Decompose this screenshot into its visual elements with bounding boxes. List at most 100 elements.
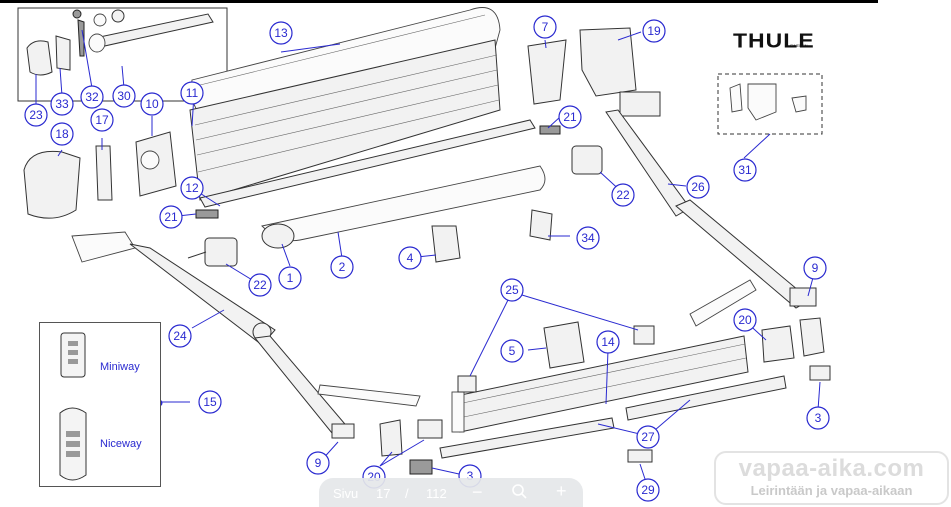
- callout-11: 11: [180, 81, 204, 105]
- callout-12: 12: [180, 176, 204, 200]
- callout-30: 30: [112, 84, 136, 108]
- remotes-drawing: [59, 332, 87, 481]
- callout-29: 29: [636, 478, 660, 502]
- part-23-end-cap: [26, 40, 53, 76]
- callout-number: 33: [55, 97, 69, 111]
- callout-24: 24: [168, 324, 192, 348]
- part-26-right-arm: [605, 91, 817, 327]
- callout-number: 19: [647, 24, 661, 38]
- callout-number: 10: [145, 97, 159, 111]
- callout-circle: [398, 246, 422, 270]
- callout-circle: [611, 183, 635, 207]
- magnifier-icon[interactable]: [511, 483, 527, 502]
- callout-33: 33: [50, 92, 74, 116]
- part-11-front-profile: [189, 39, 501, 201]
- part-34-clip: [529, 209, 553, 241]
- callout-circle: [50, 122, 74, 146]
- part-24-left-arm: [71, 231, 421, 439]
- callout-circle: [159, 205, 183, 229]
- remote-label-miniway: Miniway: [100, 361, 140, 373]
- callout-circle: [533, 15, 557, 39]
- callout-circle: [168, 324, 192, 348]
- part-4-bracket: [431, 225, 461, 263]
- callout-circle: [112, 84, 136, 108]
- pager-separator: /: [405, 486, 409, 501]
- pager-total-pages: 112: [426, 486, 447, 501]
- callout-circle: [803, 256, 827, 280]
- callout-number: 13: [274, 26, 288, 40]
- minus-icon[interactable]: −: [472, 482, 483, 502]
- callout-13: 13: [269, 21, 293, 45]
- callout-number: 11: [186, 86, 199, 100]
- callout-26: 26: [686, 175, 710, 199]
- callout-number: 3: [467, 469, 474, 483]
- thule-logo: THULE: [733, 28, 815, 52]
- part-31-group-frame: [717, 73, 823, 135]
- callout-number: 1: [287, 271, 294, 285]
- callout-number: 9: [812, 261, 819, 275]
- watermark-subtitle: Leirintään ja vapaa-aikaan: [750, 483, 913, 498]
- callout-circle: [733, 308, 757, 332]
- callout-2: 2: [330, 255, 354, 279]
- part-14-front-bar: [451, 335, 749, 433]
- remote-controls-inset: Miniway Niceway: [39, 322, 161, 487]
- callout-circle: [576, 226, 600, 250]
- part-21-clip-right: [539, 125, 561, 135]
- part-19-end-cover-right: [579, 27, 637, 97]
- part-25-clip-left: [457, 375, 477, 393]
- part-1-roller: [261, 223, 295, 249]
- callout-number: 34: [581, 231, 595, 245]
- callout-circle: [500, 339, 524, 363]
- part-12-rail: [199, 119, 536, 208]
- callout-15: 15: [198, 390, 222, 414]
- callout-9: 9: [306, 451, 330, 475]
- part-22-gear-right: [571, 145, 603, 175]
- part-22-gear-left: [187, 237, 238, 267]
- part-30-roller-tube: [88, 13, 214, 53]
- part-33-bracket: [55, 35, 71, 71]
- part-3-end-clip-right: [809, 365, 831, 381]
- callout-number: 2: [339, 260, 346, 274]
- callout-27: 27: [636, 425, 660, 449]
- callout-circle: [180, 81, 204, 105]
- callout-number: 29: [641, 483, 655, 497]
- callout-circle: [330, 255, 354, 279]
- callout-23: 23: [24, 103, 48, 127]
- callout-number: 18: [55, 127, 69, 141]
- part-31-parts: [729, 83, 807, 121]
- page-navigator: Sivu 17 / 112 − +: [319, 478, 583, 507]
- part-25-clip-right: [633, 325, 655, 345]
- callout-number: 3: [815, 411, 822, 425]
- callout-circle: [636, 425, 660, 449]
- watermark-title: vapaa-aika.com: [738, 455, 925, 482]
- callout-circle: [278, 266, 302, 290]
- callout-number: 22: [253, 278, 267, 292]
- callout-32: 32: [80, 85, 104, 109]
- callout-21: 21: [558, 105, 582, 129]
- callout-group: 1233457991011121314151718192020212122222…: [24, 15, 830, 502]
- callout-number: 21: [164, 210, 178, 224]
- callout-20: 20: [733, 308, 757, 332]
- callout-1: 1: [278, 266, 302, 290]
- callout-number: 22: [616, 188, 630, 202]
- plus-icon[interactable]: +: [556, 481, 567, 501]
- callout-5: 5: [500, 339, 524, 363]
- callout-9: 9: [803, 256, 827, 280]
- callout-circle: [180, 176, 204, 200]
- part-5-bracket: [543, 321, 585, 369]
- callout-circle: [686, 175, 710, 199]
- part-20-cap-right: [761, 317, 825, 363]
- callout-4: 4: [398, 246, 422, 270]
- callout-31: 31: [733, 158, 757, 182]
- watermark: vapaa-aika.com Leirintään ja vapaa-aikaa…: [714, 451, 949, 505]
- callout-22: 22: [611, 183, 635, 207]
- callout-number: 17: [95, 113, 109, 127]
- pager-current-page[interactable]: 17: [376, 486, 391, 501]
- part-21-clip-left: [195, 209, 219, 219]
- callout-25: 25: [500, 278, 524, 302]
- callout-17: 17: [90, 108, 114, 132]
- callout-number: 32: [85, 90, 99, 104]
- callout-number: 14: [601, 335, 615, 349]
- callout-circle: [306, 451, 330, 475]
